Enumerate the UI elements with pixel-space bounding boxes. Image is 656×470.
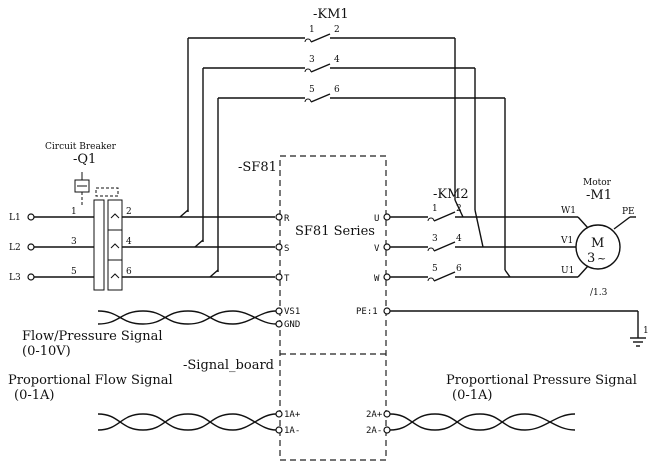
km1-pin-5: 5	[309, 85, 315, 95]
motor-tilde: ~	[597, 252, 606, 265]
breaker-pin-2: 2	[126, 207, 132, 217]
inverter-output-v: V	[374, 244, 380, 254]
inverter-output-u: U	[374, 214, 379, 224]
signal-board-2a-plus: 2A+	[366, 410, 383, 420]
motor-terminal-v1: V1	[560, 236, 573, 246]
flow-pressure-signal-range: (0-10V)	[22, 344, 71, 359]
motor-terminal-u1: U1	[561, 266, 574, 276]
motor-pe: PE	[622, 207, 635, 217]
inverter-sf81: -SF81 SF81 Series R S T U V W VS1 GND PE…	[238, 155, 391, 461]
km1-pin-4: 4	[334, 55, 340, 65]
signal-board-2a-minus: 2A-	[366, 426, 382, 436]
km2-ref: -KM2	[433, 187, 469, 202]
km2-pin-4: 4	[456, 234, 462, 244]
ground-ref: 1	[643, 326, 649, 336]
line-inputs: L1 L2 L3	[9, 213, 94, 283]
circuit-breaker-q1: Circuit Breaker -Q1 1 2 3 4 5 6	[45, 142, 132, 291]
km1-pin-1: 1	[309, 25, 315, 35]
twisted-pair-prop-pressure	[389, 413, 576, 431]
breaker-title: Circuit Breaker	[45, 142, 117, 152]
motor-title: Motor	[583, 178, 612, 188]
breaker-pin-6: 6	[126, 267, 132, 277]
km1-pin-6: 6	[334, 85, 340, 95]
contactor-km2: -KM2 1 2 3 4 5 6	[390, 187, 578, 282]
motor-circle	[575, 224, 621, 270]
ground-symbol: 1	[630, 326, 649, 347]
line-l1: L1	[9, 213, 21, 223]
flow-pressure-signal-title: Flow/Pressure Signal	[22, 329, 163, 344]
breaker-pin-1: 1	[71, 207, 77, 217]
prop-pressure-signal-title: Proportional Pressure Signal	[446, 373, 637, 388]
signal-board-1a-plus: 1A+	[284, 410, 301, 420]
inverter-pin-gnd: GND	[284, 320, 300, 330]
signal-board-1a-minus: 1A-	[284, 426, 300, 436]
inverter-model: SF81 Series	[295, 224, 375, 239]
inverter-output-w: W	[374, 274, 380, 284]
motor-phase: 3	[587, 251, 595, 266]
line-l2: L2	[9, 243, 21, 253]
inverter-ref: -SF81	[238, 160, 277, 175]
motor-ref: -M1	[586, 188, 612, 203]
inverter-pin-pe: PE:1	[356, 307, 378, 317]
breaker-ref: -Q1	[73, 152, 96, 167]
motor-sheet-ref: /1.3	[590, 288, 608, 298]
inverter-input-t: T	[284, 274, 290, 284]
inverter-pin-vs1: VS1	[284, 307, 300, 317]
signal-board-ref: -Signal_board	[183, 358, 274, 373]
km2-pin-1: 1	[432, 204, 438, 214]
motor-m1: Motor -M1 M 3 ~ W1 V1 U1 PE /1.3	[560, 178, 636, 298]
km2-pin-5: 5	[432, 264, 438, 274]
inverter-input-r: R	[284, 214, 290, 224]
twisted-pair-flow-pressure	[97, 310, 277, 325]
prop-flow-signal-title: Proportional Flow Signal	[8, 373, 173, 388]
signal-board: -Signal_board 1A+ 1A- 2A+ 2A-	[183, 358, 391, 436]
km1-pin-3: 3	[309, 55, 315, 65]
km2-pin-3: 3	[432, 234, 438, 244]
prop-flow-signal-range: (0-1A)	[14, 388, 54, 403]
motor-terminal-w1: W1	[561, 206, 576, 216]
breaker-pin-3: 3	[71, 237, 77, 247]
line-l3: L3	[9, 273, 21, 283]
km1-pin-2: 2	[334, 25, 340, 35]
breaker-pin-5: 5	[71, 267, 77, 277]
km1-ref: -KM1	[313, 7, 349, 22]
motor-symbol: M	[591, 236, 604, 251]
km2-pin-6: 6	[456, 264, 462, 274]
inverter-input-s: S	[284, 244, 289, 254]
breaker-pin-4: 4	[126, 237, 132, 247]
contactor-km1: -KM1 1 2 3 4 5 6	[188, 7, 505, 103]
prop-pressure-signal-range: (0-1A)	[452, 388, 492, 403]
twisted-pair-prop-flow	[97, 413, 277, 431]
